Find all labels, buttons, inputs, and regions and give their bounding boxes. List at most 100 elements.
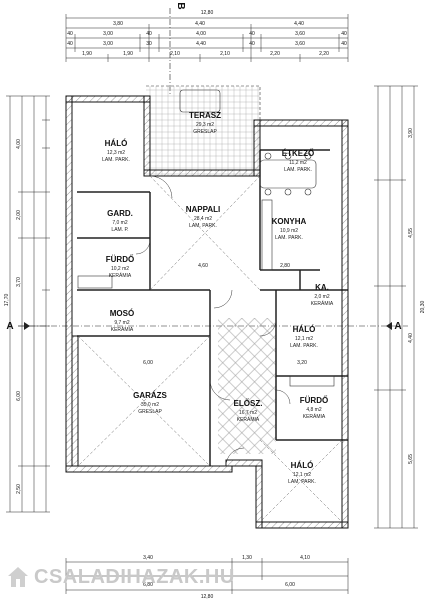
dim-right-2: 4,40: [408, 333, 414, 343]
terrace-table: [179, 89, 221, 113]
dim-right-3: 5,65: [408, 454, 414, 464]
dim-bottom-overall: 12,80: [201, 594, 214, 600]
room-terasz-area: 29,3 m2: [196, 122, 214, 128]
dim-top-r3-1: 3,00: [103, 41, 113, 47]
room-etkezo-name: ÉTKEZŐ: [282, 149, 314, 158]
room-furdo2-area: 4,8 m2: [306, 407, 322, 413]
door-swings: [135, 175, 291, 467]
exterior-walls: [65, 95, 349, 529]
dim-left-overall: 17,70: [4, 294, 10, 307]
dim-top-r3-5: 3,60: [295, 41, 305, 47]
dim-top-r4-3: 2,10: [220, 51, 230, 57]
dim-left-0: 4,00: [16, 139, 22, 149]
fixtures: [77, 89, 335, 387]
room-elosz-floor: KERÁMIA: [237, 416, 260, 423]
dim-top-r3-3: 4,40: [196, 41, 206, 47]
dimension-chain-right: [374, 85, 418, 529]
dim-top-r3-0: 40: [67, 41, 73, 47]
room-moso-floor: KERÁMIA: [111, 326, 134, 333]
room-furdo1-name: FÜRDŐ: [106, 255, 134, 264]
room-gard-name: GARD.: [107, 209, 133, 218]
room-halo1-area: 12,3 m2: [107, 150, 125, 156]
dimension-chain-left: [6, 95, 50, 513]
room-gard-area: 7,0 m2: [112, 220, 128, 226]
room-furdo1-floor: KERÁMIA: [109, 272, 132, 279]
room-furdo1-area: 10,2 m2: [111, 266, 129, 272]
room-ka-floor: KERÁMIA: [311, 300, 334, 307]
room-furdo2-name: FÜRDŐ: [300, 396, 328, 405]
room-konyha-name: KONYHA: [272, 217, 307, 226]
room-ka-name: KA.: [315, 283, 329, 292]
dim-bottom-r1-1: 1,30: [242, 555, 252, 561]
room-konyha-area: 10,9 m2: [280, 228, 298, 234]
dim-top-r2-1: 3,00: [103, 31, 113, 37]
dim-top-r1-2: 4,40: [294, 21, 304, 27]
room-garazs-floor: GRESLAP: [138, 409, 162, 415]
room-halo2-name: HÁLÓ: [293, 325, 316, 334]
room-halo3-area: 12,1 m2: [293, 472, 311, 478]
room-konyha-floor: LAM. PARK.: [275, 235, 303, 241]
dim-nappali-width: 4,60: [198, 263, 208, 269]
room-ka-area: 2,0 m2: [314, 294, 330, 300]
dim-moso-width: 6,00: [143, 360, 153, 366]
dim-top-r3-2: 30: [146, 41, 152, 47]
section-arrow-right: [386, 322, 392, 330]
dimension-chain-top: [65, 14, 349, 62]
dim-top-r2-2: 40: [146, 31, 152, 37]
dim-top-r2-3: 4,00: [196, 31, 206, 37]
section-mark-a-left: A: [6, 321, 13, 332]
dim-top-r4-2: 2,10: [170, 51, 180, 57]
room-halo3-floor: LAM. PARK.: [288, 479, 316, 485]
dim-top-r2-4: 40: [249, 31, 255, 37]
room-garazs-name: GARÁZS: [133, 391, 167, 400]
dim-top-r3-4: 40: [249, 41, 255, 47]
dim-top-r2-6: 40: [341, 31, 347, 37]
room-moso-name: MOSÓ: [110, 309, 134, 318]
room-gard-floor: LAM. P.: [111, 227, 128, 233]
dim-top-r4-0: 1,90: [82, 51, 92, 57]
dim-left-1: 2,00: [16, 210, 22, 220]
house-logo-icon: [8, 567, 28, 587]
dim-top-r2-0: 40: [67, 31, 73, 37]
dim-top-r3-6: 40: [341, 41, 347, 47]
room-halo2-floor: LAM. PARK.: [290, 343, 318, 349]
room-terasz-floor: GRESLAP: [193, 129, 217, 135]
room-furdo2-floor: KERÁMIA: [303, 413, 326, 420]
room-halo1-floor: LAM. PARK.: [102, 157, 130, 163]
dim-top-r4-5: 2,20: [319, 51, 329, 57]
room-nappali-name: NAPPALI: [186, 205, 221, 214]
section-arrow-left: [24, 322, 30, 330]
dim-right-0: 3,90: [408, 128, 414, 138]
room-halo3-name: HÁLÓ: [291, 461, 314, 470]
dim-top-r1-1: 4,40: [195, 21, 205, 27]
room-etkezo-area: 11,2 m2: [289, 160, 307, 166]
dim-bottom-r2-1: 6,00: [285, 582, 295, 588]
bathtub: [77, 275, 113, 289]
dim-top-r4-4: 2,20: [270, 51, 280, 57]
dim-right-overall: 20,30: [420, 301, 426, 314]
terrace-tiles: [146, 86, 260, 176]
room-halo2-area: 12,1 m2: [295, 336, 313, 342]
watermark-text: CSALADIHAZAK.HU: [34, 565, 235, 588]
dim-top-r4-1: 1,90: [123, 51, 133, 57]
dim-bottom-r2-0: 6,80: [143, 582, 153, 588]
dim-halo2-width: 3,20: [297, 360, 307, 366]
room-elosz-name: ELŐSZ.: [234, 399, 263, 408]
room-moso-area: 9,7 m2: [114, 320, 130, 326]
room-halo1-name: HÁLÓ: [105, 139, 128, 148]
dimension-chain-bottom: [65, 558, 349, 594]
watermark: CSALADIHAZAK.HU: [6, 563, 235, 591]
section-mark-b-top: B: [175, 2, 186, 9]
dim-konyha-width: 2,80: [280, 263, 290, 269]
dining-table: [259, 159, 317, 189]
room-nappali-floor: LAM. PARK.: [189, 223, 217, 229]
dim-top-overall: 12,80: [201, 10, 214, 16]
dim-left-3: 6,00: [16, 391, 22, 401]
room-nappali-area: 28,4 m2: [194, 216, 212, 222]
room-terasz-name: TERASZ: [189, 111, 221, 120]
dim-bottom-r1-0: 3,40: [143, 555, 153, 561]
room-garazs-area: 35,0 m2: [141, 402, 159, 408]
kitchen-counter: [261, 199, 273, 271]
interior-walls: [77, 149, 348, 466]
